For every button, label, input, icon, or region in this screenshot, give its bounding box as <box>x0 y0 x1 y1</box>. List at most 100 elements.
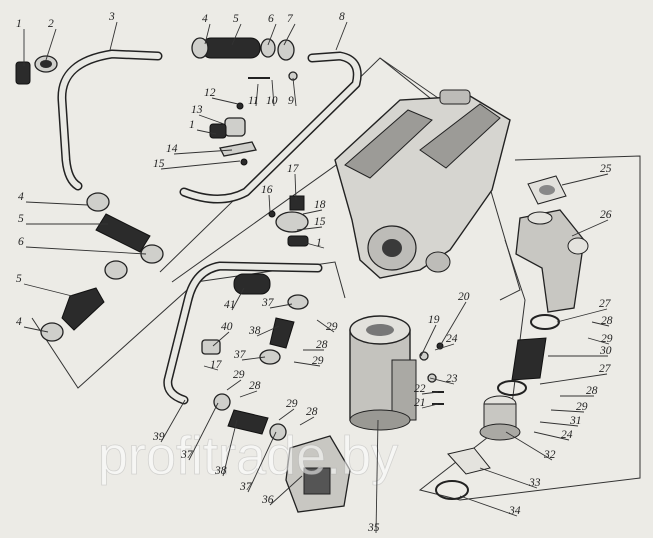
leader-line-c26 <box>571 219 609 237</box>
engine-block <box>334 89 511 279</box>
leader-line-c6a <box>267 23 277 46</box>
callout-c28e: 28 <box>586 385 598 397</box>
leader-line-c29f <box>550 409 585 413</box>
callout-c29a: 29 <box>326 321 338 333</box>
clamp-37-a <box>287 294 309 310</box>
callout-c38a: 38 <box>248 325 261 337</box>
hose-41 <box>233 273 271 295</box>
callout-c35: 35 <box>367 522 380 534</box>
bracket-13 <box>209 102 257 166</box>
clamp-2 <box>34 55 58 73</box>
leader-line-c21 <box>421 403 439 409</box>
leader-line-c31 <box>539 421 579 427</box>
callout-c29f: 29 <box>576 401 588 413</box>
callout-c39: 39 <box>152 431 165 443</box>
callout-c15b: 15 <box>314 216 326 228</box>
callout-c40: 40 <box>221 321 233 333</box>
callout-c5b: 5 <box>18 213 24 225</box>
leader-line-c28c <box>299 416 315 426</box>
callout-c38b: 38 <box>214 465 227 477</box>
leader-line-c29a <box>316 319 335 333</box>
leader-line-c3 <box>109 21 118 51</box>
callout-c41: 41 <box>224 299 236 311</box>
leader-line-c41 <box>231 287 245 311</box>
leader-line-c29e <box>587 337 610 345</box>
leader-line-c23 <box>429 377 455 385</box>
leader-line-c12 <box>211 97 239 105</box>
leader-line-c4a <box>204 23 211 45</box>
callout-c25: 25 <box>600 163 612 175</box>
callout-c32: 32 <box>543 449 556 461</box>
hose-38-b <box>227 409 269 435</box>
leader-line-c11 <box>255 83 259 107</box>
callout-c15a: 15 <box>153 158 165 170</box>
callout-c28b: 28 <box>249 380 261 392</box>
leader-line-c16 <box>268 194 271 213</box>
leader-line-c27a <box>556 308 608 323</box>
ring-27-b <box>497 380 527 396</box>
callout-c4a: 4 <box>202 13 208 25</box>
callout-c33: 33 <box>528 477 541 489</box>
callout-c19: 19 <box>428 314 440 326</box>
manifold-26 <box>515 209 589 313</box>
callout-c24a: 24 <box>446 333 458 345</box>
leader-line-c40 <box>212 331 230 347</box>
leader-line-c24b <box>533 431 570 441</box>
callout-c28a: 28 <box>316 339 328 351</box>
callout-c34: 34 <box>508 505 521 517</box>
callout-c27b: 27 <box>599 363 612 375</box>
leader-line-c34 <box>459 495 518 517</box>
leader-line-c37d <box>247 431 277 493</box>
callout-c17: 17 <box>287 163 300 175</box>
hose-38-a <box>269 317 295 349</box>
leader-line-c28b <box>239 390 258 398</box>
hose-5-low <box>40 287 105 342</box>
leader-line-c29b <box>293 361 321 367</box>
leader-line-c29d <box>278 408 295 421</box>
callout-c20: 20 <box>458 291 470 303</box>
callout-c28d: 28 <box>601 315 613 327</box>
pipe-39 <box>163 261 323 405</box>
callout-c11: 11 <box>248 95 259 107</box>
pipe-8 <box>179 51 362 204</box>
callout-c4c: 4 <box>16 316 22 328</box>
callout-c37b: 37 <box>233 349 247 361</box>
leader-line-c37b <box>241 356 266 361</box>
leader-line-c6b <box>25 246 147 255</box>
leader-line-c32 <box>505 431 553 461</box>
callout-c37d: 37 <box>239 481 253 493</box>
flange-32 <box>479 395 521 441</box>
leader-line-c37c <box>188 402 219 461</box>
leader-line-c25 <box>561 173 609 186</box>
callout-c18: 18 <box>314 199 326 211</box>
callout-c13: 13 <box>191 104 203 116</box>
leader-line-c36 <box>269 475 303 506</box>
leader-line-c19 <box>420 324 437 357</box>
leader-line-c28d <box>591 321 610 327</box>
callout-c4b: 4 <box>18 191 24 203</box>
leader-line-c22 <box>421 391 439 395</box>
callout-c21: 21 <box>414 397 426 409</box>
watermark-text: profitrade.by <box>98 426 398 486</box>
callout-c17b: 17 <box>210 359 223 371</box>
leader-line-c14 <box>173 149 233 155</box>
callout-c8: 8 <box>339 11 345 23</box>
ring-27-a <box>530 314 560 330</box>
leader-line-c9 <box>292 77 297 107</box>
spring-1 <box>15 61 31 85</box>
callout-c26: 26 <box>600 209 612 221</box>
clamp-37-c <box>213 393 231 411</box>
callout-c7: 7 <box>287 13 294 25</box>
callout-c5c: 5 <box>16 273 22 285</box>
callout-c28c: 28 <box>306 406 318 418</box>
callout-c1b: 1 <box>189 119 195 131</box>
callout-c29d: 29 <box>286 398 298 410</box>
leader-line-c10 <box>271 79 275 107</box>
leader-line-c5c <box>23 283 73 297</box>
leader-line-c33 <box>479 467 538 489</box>
gasket-33 <box>447 447 491 475</box>
callout-c6a: 6 <box>268 13 274 25</box>
leader-line-c29c <box>226 379 242 391</box>
